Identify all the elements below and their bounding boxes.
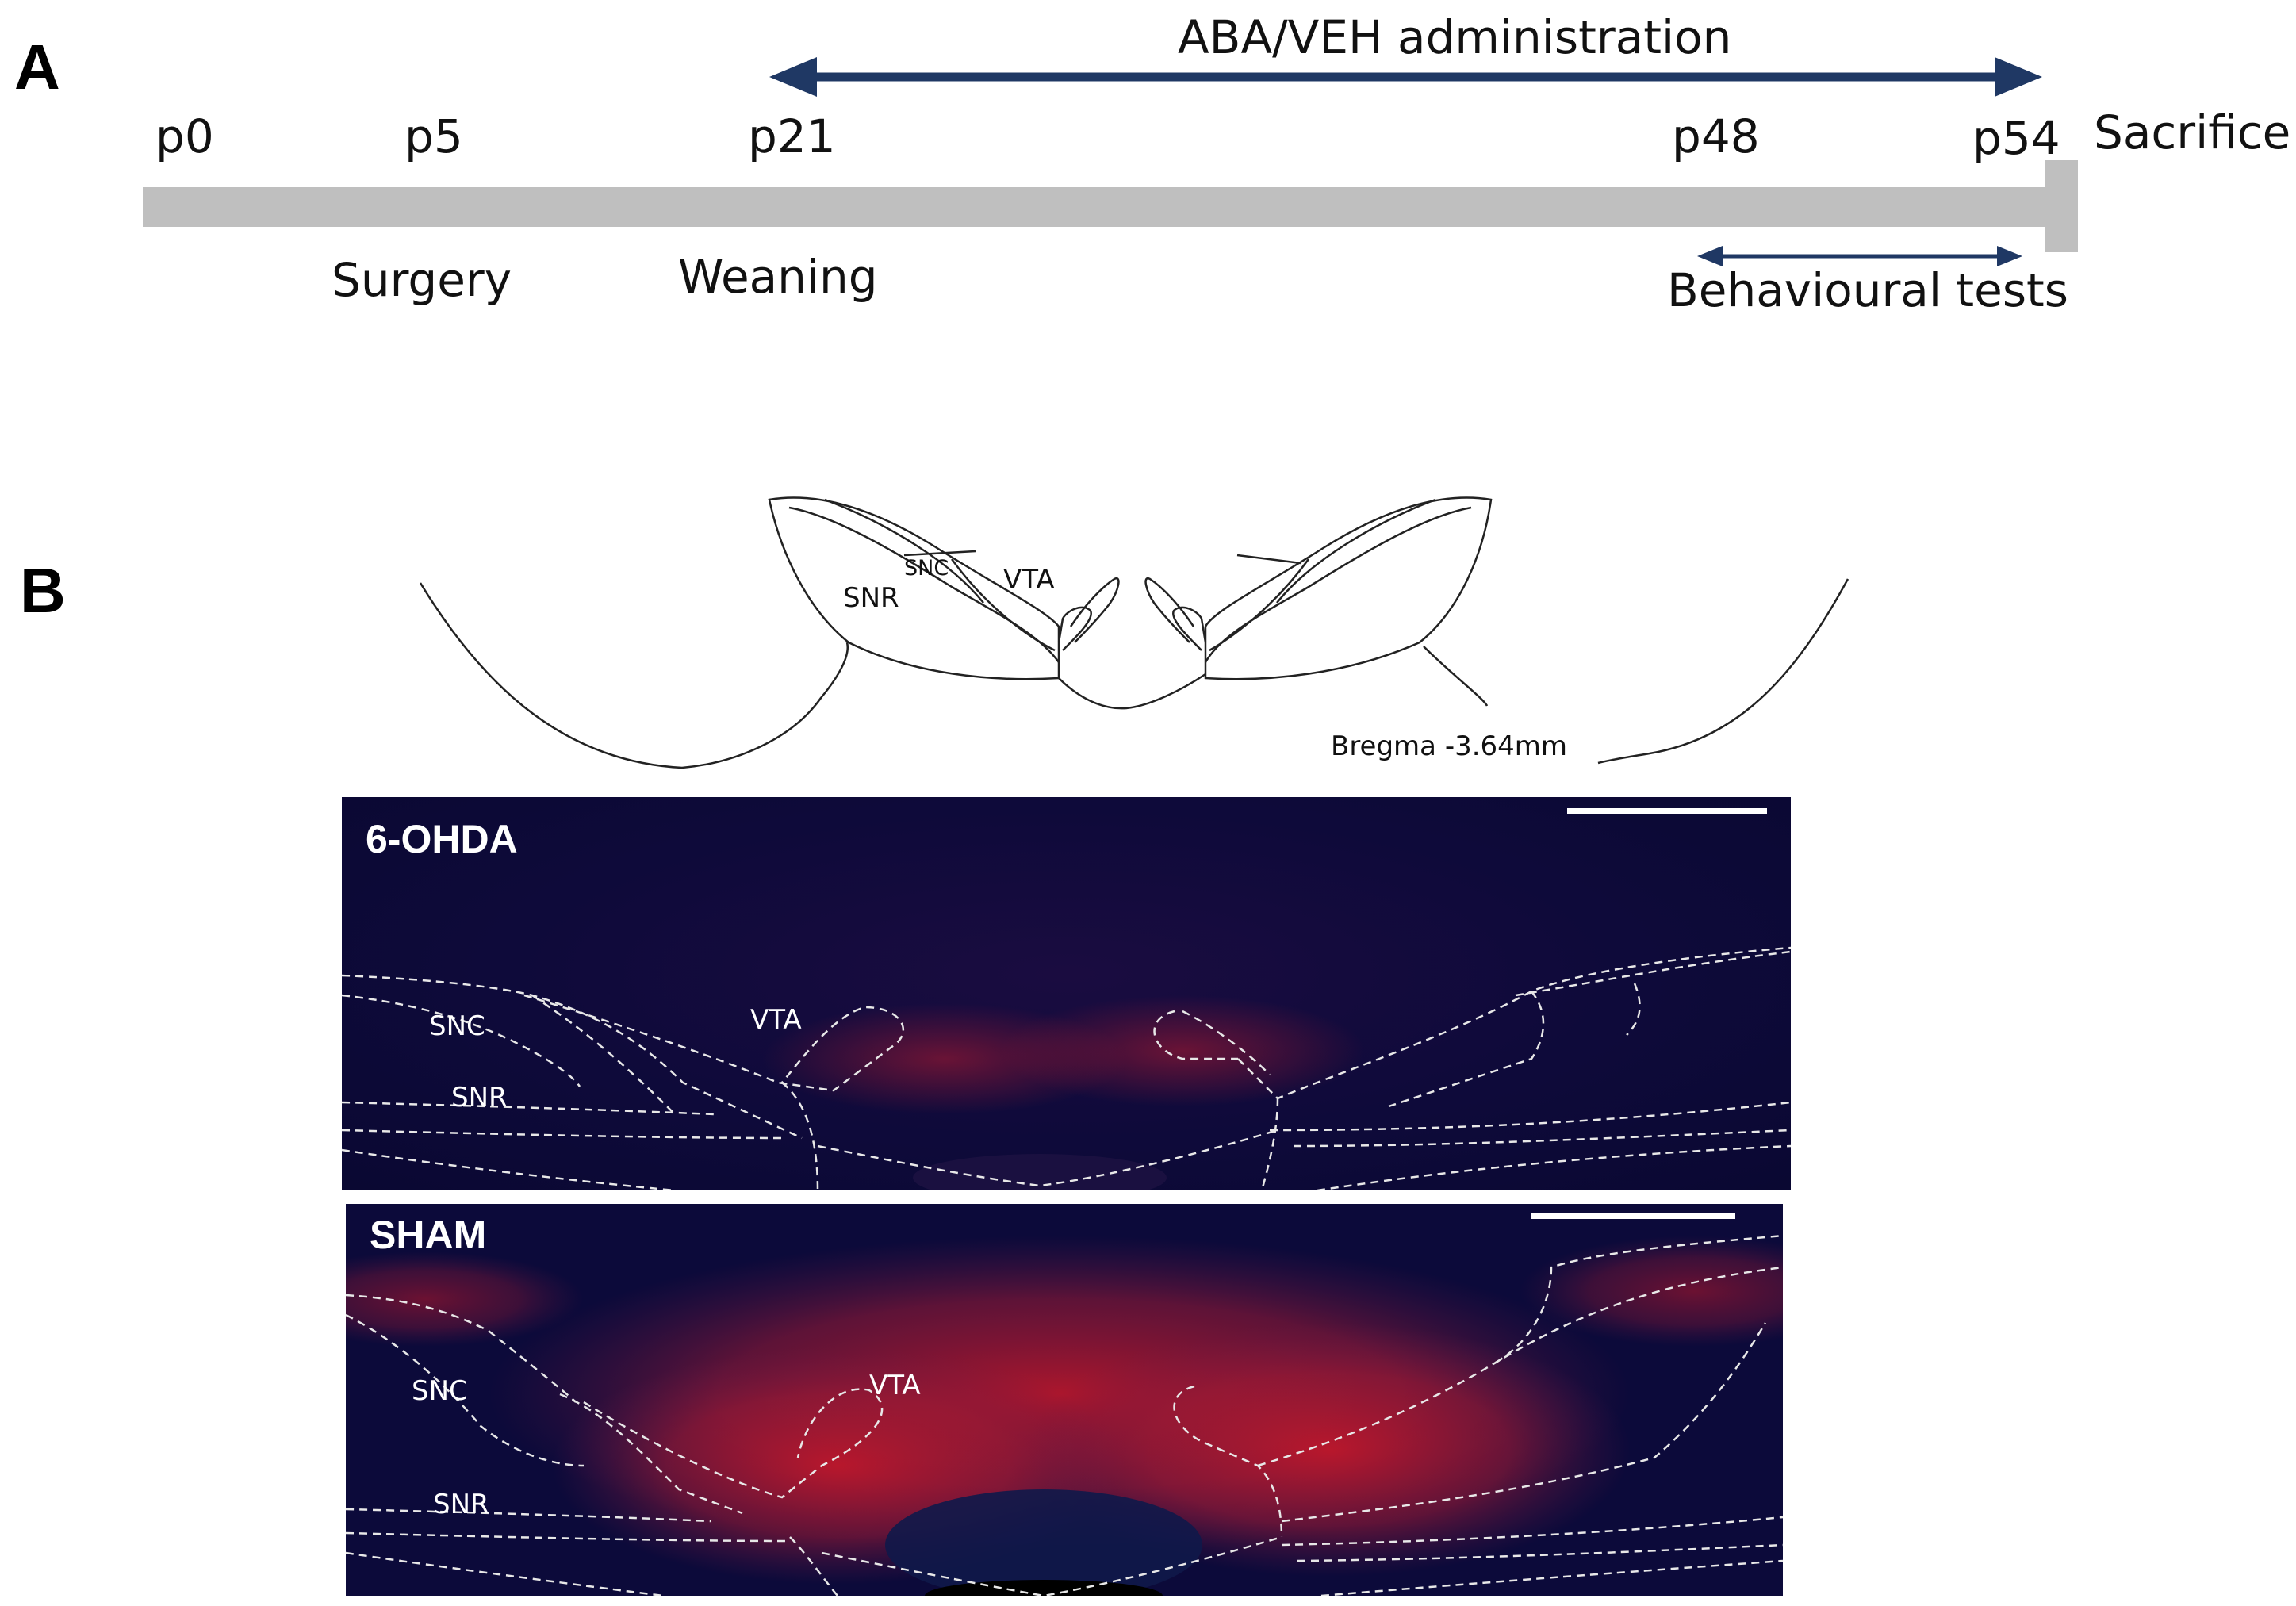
- micrograph-6ohda: SNC SNR VTA 6-OHDA: [342, 797, 1791, 1190]
- scale-bar-6ohda: [1567, 808, 1767, 814]
- panel-b-letter: B: [20, 555, 66, 626]
- tick-p0: p0: [155, 109, 214, 163]
- micrograph-6ohda-overlay: SNC SNR VTA: [342, 946, 1791, 1190]
- atlas-label-snc: SNC: [904, 556, 949, 581]
- timeline-end-cap: [2045, 160, 2078, 252]
- region-outlines-6ohda: [342, 946, 1791, 1190]
- region-snc-sham: SNC: [412, 1375, 468, 1407]
- stain-far-left: [346, 1251, 584, 1347]
- micrograph-6ohda-title: 6-OHDA: [366, 817, 518, 861]
- timeline-arrows: [769, 57, 2042, 266]
- region-vta-6ohda: VTA: [750, 1004, 802, 1036]
- weaning-label: Weaning: [678, 250, 878, 304]
- micrograph-sham-overlay: SNC SNR VTA: [346, 1234, 1783, 1596]
- region-outlines-sham: [346, 1234, 1783, 1596]
- tick-p54: p54: [1972, 111, 2060, 165]
- bregma-label: Bregma -3.64mm: [1331, 730, 1567, 762]
- atlas-diagram: SNR SNC VTA Bregma -3.64mm: [419, 496, 1849, 769]
- atlas-label-vta: VTA: [1003, 564, 1055, 596]
- panel-a-letter: A: [14, 32, 60, 102]
- timeline-bar: [143, 187, 2050, 227]
- behavioural-tests-arrow: [1697, 246, 2022, 266]
- tick-p48: p48: [1672, 109, 1760, 163]
- atlas-label-snr: SNR: [843, 582, 899, 614]
- scale-bar-sham: [1531, 1213, 1735, 1219]
- region-vta-sham: VTA: [869, 1370, 921, 1401]
- tick-p21: p21: [748, 109, 836, 163]
- midline-dark: [913, 1154, 1167, 1190]
- region-snr-6ohda: SNR: [451, 1082, 508, 1113]
- administration-label: ABA/VEH administration: [1178, 10, 1732, 64]
- midline-dark: [885, 1489, 1202, 1596]
- stain-far-right: [1520, 1236, 1783, 1347]
- atlas-outline: [419, 496, 1849, 769]
- region-snr-sham: SNR: [433, 1489, 489, 1520]
- behavioural-tests-label: Behavioural tests: [1667, 263, 2068, 317]
- micrograph-sham: SNC SNR VTA SHAM: [346, 1204, 1783, 1596]
- micrograph-sham-title: SHAM: [370, 1213, 487, 1257]
- stain-right: [1000, 995, 1365, 1106]
- tick-p5: p5: [404, 109, 463, 163]
- administration-arrow: [769, 57, 2042, 97]
- surgery-label: Surgery: [332, 253, 512, 307]
- region-snc-6ohda: SNC: [429, 1010, 485, 1042]
- sacrifice-label: Sacrifice: [2094, 105, 2291, 159]
- stain-right: [1028, 1323, 1631, 1577]
